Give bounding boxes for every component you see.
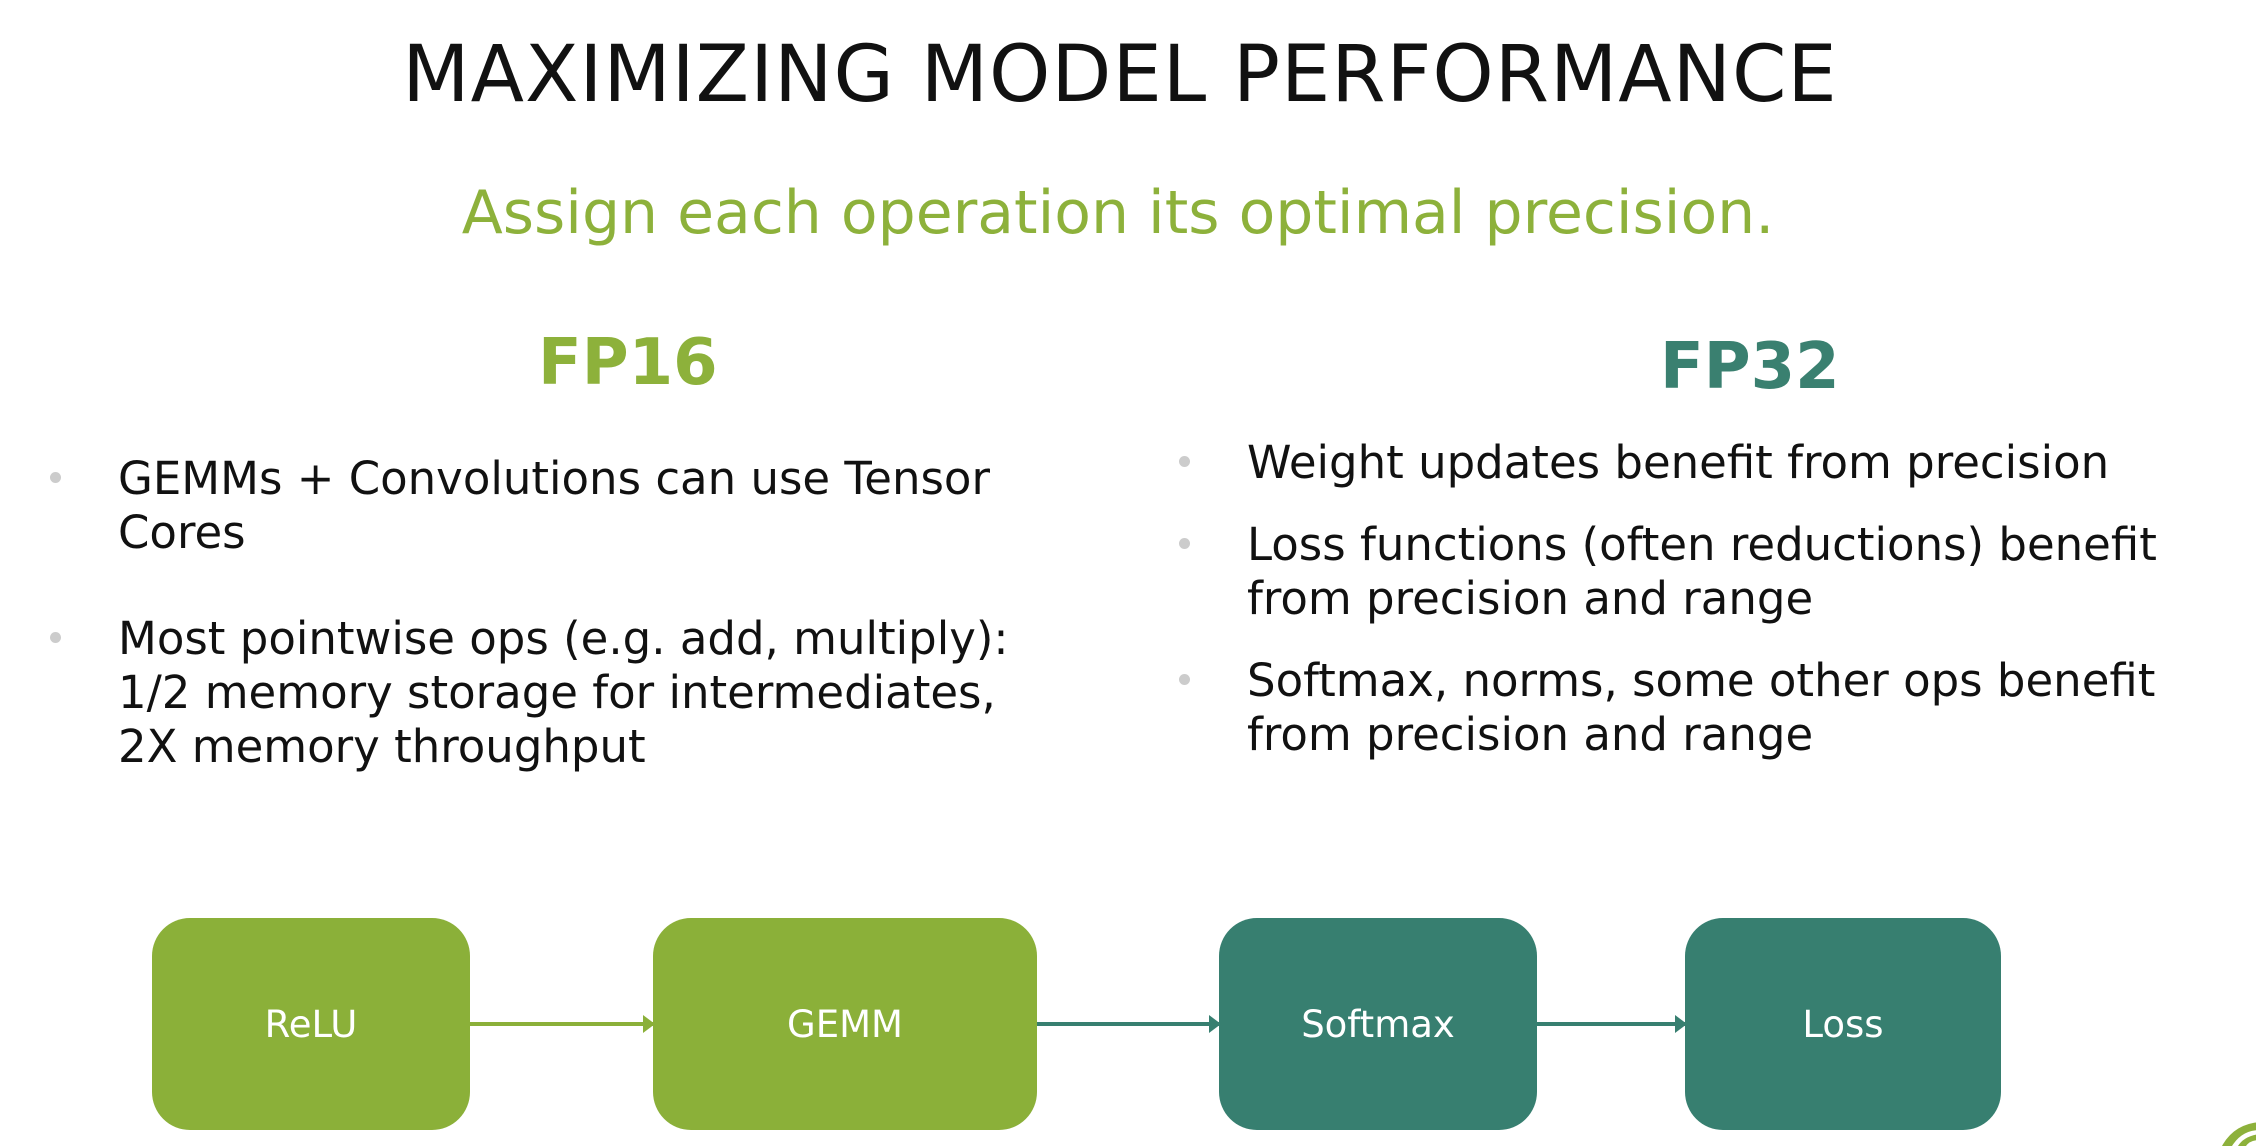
flow-arrow bbox=[1537, 1015, 1687, 1033]
bullet-line: 1/2 memory storage for intermediates, bbox=[118, 666, 996, 719]
nvidia-logo-icon bbox=[2222, 1122, 2256, 1146]
bullet-line: GEMMs + Convolutions can use Tensor Core… bbox=[118, 452, 990, 559]
flow-node-loss: Loss bbox=[1685, 918, 2001, 1130]
bullet-icon bbox=[50, 472, 61, 483]
bullet-item: Softmax, norms, some other ops benefit f… bbox=[1179, 654, 2247, 762]
fp16-bullet-list: GEMMs + Convolutions can use Tensor Core… bbox=[50, 452, 1118, 826]
flow-arrow bbox=[1037, 1015, 1221, 1033]
bullet-icon bbox=[1179, 674, 1190, 685]
slide-subtitle: Assign each operation its optimal precis… bbox=[461, 178, 1775, 248]
flow-node-softmax: Softmax bbox=[1219, 918, 1537, 1130]
bullet-icon bbox=[50, 632, 61, 643]
node-label: ReLU bbox=[264, 1002, 358, 1046]
fp16-heading: FP16 bbox=[538, 326, 718, 400]
bullet-line: Softmax, norms, some other ops benefit bbox=[1247, 654, 2156, 707]
flow-arrow bbox=[470, 1015, 655, 1033]
bullet-line: 2X memory throughput bbox=[118, 720, 646, 773]
bullet-line: Loss functions (often reductions) benefi… bbox=[1247, 518, 2157, 571]
flow-node-relu: ReLU bbox=[152, 918, 470, 1130]
node-label: Loss bbox=[1802, 1002, 1884, 1046]
node-label: GEMM bbox=[787, 1002, 903, 1046]
bullet-line: from precision and range bbox=[1247, 572, 1814, 625]
bullet-item: GEMMs + Convolutions can use Tensor Core… bbox=[50, 452, 1118, 560]
node-label: Softmax bbox=[1301, 1002, 1455, 1046]
bullet-item: Weight updates benefit from precision bbox=[1179, 436, 2247, 490]
bullet-icon bbox=[1179, 456, 1190, 467]
bullet-item: Loss functions (often reductions) benefi… bbox=[1179, 518, 2247, 626]
bullet-item: Most pointwise ops (e.g. add, multiply):… bbox=[50, 612, 1118, 774]
bullet-icon bbox=[1179, 538, 1190, 549]
bullet-line: from precision and range bbox=[1247, 708, 1814, 761]
flow-node-gemm: GEMM bbox=[653, 918, 1037, 1130]
slide-title: MAXIMIZING MODEL PERFORMANCE bbox=[402, 30, 1838, 120]
fp32-bullet-list: Weight updates benefit from precision Lo… bbox=[1179, 436, 2247, 790]
fp32-heading: FP32 bbox=[1660, 330, 1840, 404]
bullet-line: Most pointwise ops (e.g. add, multiply): bbox=[118, 612, 1009, 665]
bullet-line: Weight updates benefit from precision bbox=[1247, 436, 2110, 489]
